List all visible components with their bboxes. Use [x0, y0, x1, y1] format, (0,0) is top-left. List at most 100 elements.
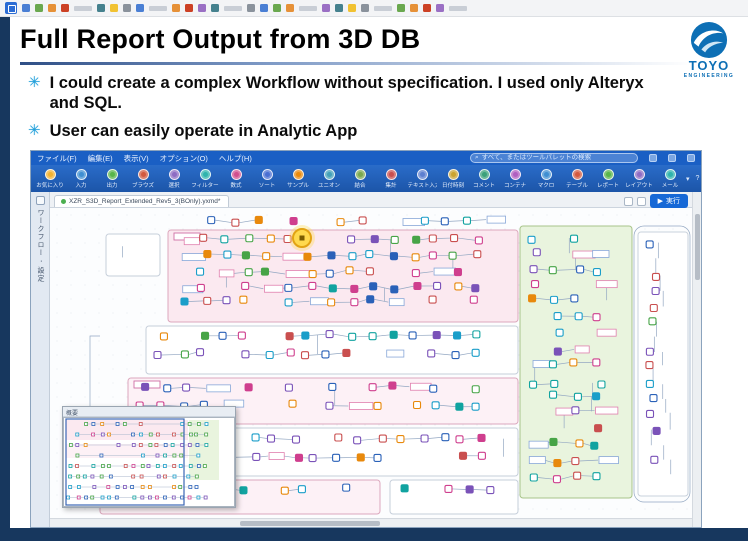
workflow-config-panel[interactable]: ワークフロー - 設定: [31, 192, 50, 527]
toolbar-icon[interactable]: [361, 4, 369, 12]
toolbar-icon[interactable]: [436, 4, 444, 12]
tool-icon: [137, 168, 149, 180]
toolbar-icon[interactable]: [61, 4, 69, 12]
toolbar-icon[interactable]: [211, 4, 219, 12]
palette-tool[interactable]: ブラウズ: [128, 168, 158, 189]
page-title: Full Report Output from 3D DB: [20, 24, 421, 54]
overview-title: 概要: [63, 407, 235, 417]
toolbar-icon[interactable]: [410, 4, 418, 12]
palette-tool[interactable]: テキスト入力: [407, 168, 437, 189]
toyo-logo-icon: [690, 21, 728, 59]
vscroll-thumb[interactable]: [695, 214, 700, 280]
palette-tool[interactable]: お気に入り: [35, 168, 65, 189]
bullet-text: I could create a complex Workflow withou…: [49, 74, 644, 113]
toolbar-icon[interactable]: [423, 4, 431, 12]
palette-tool[interactable]: 選択: [159, 168, 189, 189]
palette-tool[interactable]: 日付時刻: [438, 168, 468, 189]
tool-search-input[interactable]: ⌕ すべて、またはツールパレットの検索: [470, 153, 638, 163]
toolbar-icon[interactable]: [286, 4, 294, 12]
menu-items: ファイル(F) 編集(E) 表示(V) オプション(O) ヘルプ(H): [37, 153, 252, 164]
tool-label: ソート: [258, 182, 276, 189]
toolbar-icon[interactable]: [247, 4, 255, 12]
tool-label: ユニオン: [317, 182, 340, 189]
menu-item[interactable]: ファイル(F): [37, 153, 77, 163]
palette-tool[interactable]: マクロ: [531, 168, 561, 189]
bullet-item: ✳ User can easily operate in Analytic Ap…: [28, 121, 718, 141]
tool-label: 入力: [75, 182, 87, 189]
toolbar-icon[interactable]: [110, 4, 118, 12]
tool-label: 数式: [230, 182, 242, 189]
palette-tool[interactable]: メール: [655, 168, 685, 189]
tool-icon: [261, 168, 273, 180]
toolbar-icon[interactable]: [322, 4, 330, 12]
palette-tool[interactable]: フィルター: [190, 168, 220, 189]
tool-icon: [602, 168, 614, 180]
toolbar-icon[interactable]: [198, 4, 206, 12]
tool-label: 選択: [168, 182, 180, 189]
menu-item[interactable]: ヘルプ(H): [218, 153, 252, 163]
palette-tool[interactable]: 数式: [221, 168, 251, 189]
logo-tagline: ENGINEERING: [683, 72, 735, 79]
alteryx-window: ファイル(F) 編集(E) 表示(V) オプション(O) ヘルプ(H) ⌕ すべて、また…: [30, 150, 702, 528]
bullet-star-icon: ✳: [28, 74, 41, 91]
toolbar-icon[interactable]: [273, 4, 281, 12]
toolbar-text: [224, 5, 242, 11]
horizontal-scrollbar[interactable]: [50, 518, 692, 527]
menu-item[interactable]: 編集(E): [87, 153, 113, 163]
run-button[interactable]: ▶ 実行: [649, 194, 688, 208]
palette-tool[interactable]: レイアウト: [624, 168, 654, 189]
palette-tool[interactable]: 出力: [97, 168, 127, 189]
toolbar-icon[interactable]: [123, 4, 131, 12]
tool-icon: [44, 168, 56, 180]
menu-item[interactable]: オプション(O): [159, 153, 208, 163]
palette-tool[interactable]: レポート: [593, 168, 623, 189]
layout-toggle-icon[interactable]: [623, 196, 633, 206]
vertical-scrollbar[interactable]: [692, 192, 701, 527]
panel-pin-icon[interactable]: [35, 196, 45, 205]
help-icon[interactable]: ?: [695, 174, 700, 182]
palette-tool[interactable]: テーブル: [562, 168, 592, 189]
palette-tool[interactable]: 集計: [376, 168, 406, 189]
app-icon[interactable]: [5, 2, 17, 14]
toolbar-icon[interactable]: [136, 4, 144, 12]
palette-tool[interactable]: サンプル: [283, 168, 313, 189]
tool-icon: [385, 168, 397, 180]
palette-tool[interactable]: コンテナ: [500, 168, 530, 189]
tool-icon: [416, 168, 428, 180]
palette-tool[interactable]: コメント: [469, 168, 499, 189]
toolbar-icon[interactable]: [172, 4, 180, 12]
tool-label: レポート: [596, 182, 619, 189]
toolbar-icon[interactable]: [348, 4, 356, 12]
palette-tool[interactable]: ソート: [252, 168, 282, 189]
tool-icon: [478, 168, 490, 180]
toolbar-icon[interactable]: [185, 4, 193, 12]
toolbar-icon[interactable]: [35, 4, 43, 12]
zoom-fit-icon[interactable]: [636, 196, 646, 206]
bullet-star-icon: ✳: [28, 121, 41, 139]
toolbar-icon[interactable]: [397, 4, 405, 12]
menu-item[interactable]: 表示(V): [123, 153, 149, 163]
palette-overflow-icon[interactable]: ▾: [686, 175, 690, 183]
palette-tool[interactable]: ユニオン: [314, 168, 344, 189]
toolbar-icon[interactable]: [22, 4, 30, 12]
palette-tool[interactable]: 入力: [66, 168, 96, 189]
workflow-tab[interactable]: XZR_S3D_Report_Extended_Rev5_3(BOnly).yx…: [54, 195, 230, 207]
tool-icon: [540, 168, 552, 180]
search-placeholder: すべて、またはツールパレットの検索: [481, 154, 592, 161]
toolbar-text: [74, 5, 92, 11]
overview-map[interactable]: [63, 417, 235, 507]
tool-icon: [199, 168, 211, 180]
hscroll-thumb[interactable]: [240, 521, 380, 526]
toolbar-icon[interactable]: [97, 4, 105, 12]
toolbar-icon[interactable]: [260, 4, 268, 12]
menu-toolbar-icon[interactable]: [668, 154, 676, 162]
menu-toolbar-icon[interactable]: [649, 154, 657, 162]
title-underline: [20, 62, 728, 65]
menu-toolbar-icon[interactable]: [687, 154, 695, 162]
toolbar-icon[interactable]: [48, 4, 56, 12]
tool-icon: [230, 168, 242, 180]
toolbar-icon[interactable]: [335, 4, 343, 12]
palette-tool[interactable]: 結合: [345, 168, 375, 189]
workflow-tab-label: XZR_S3D_Report_Extended_Rev5_3(BOnly).yx…: [69, 198, 221, 205]
